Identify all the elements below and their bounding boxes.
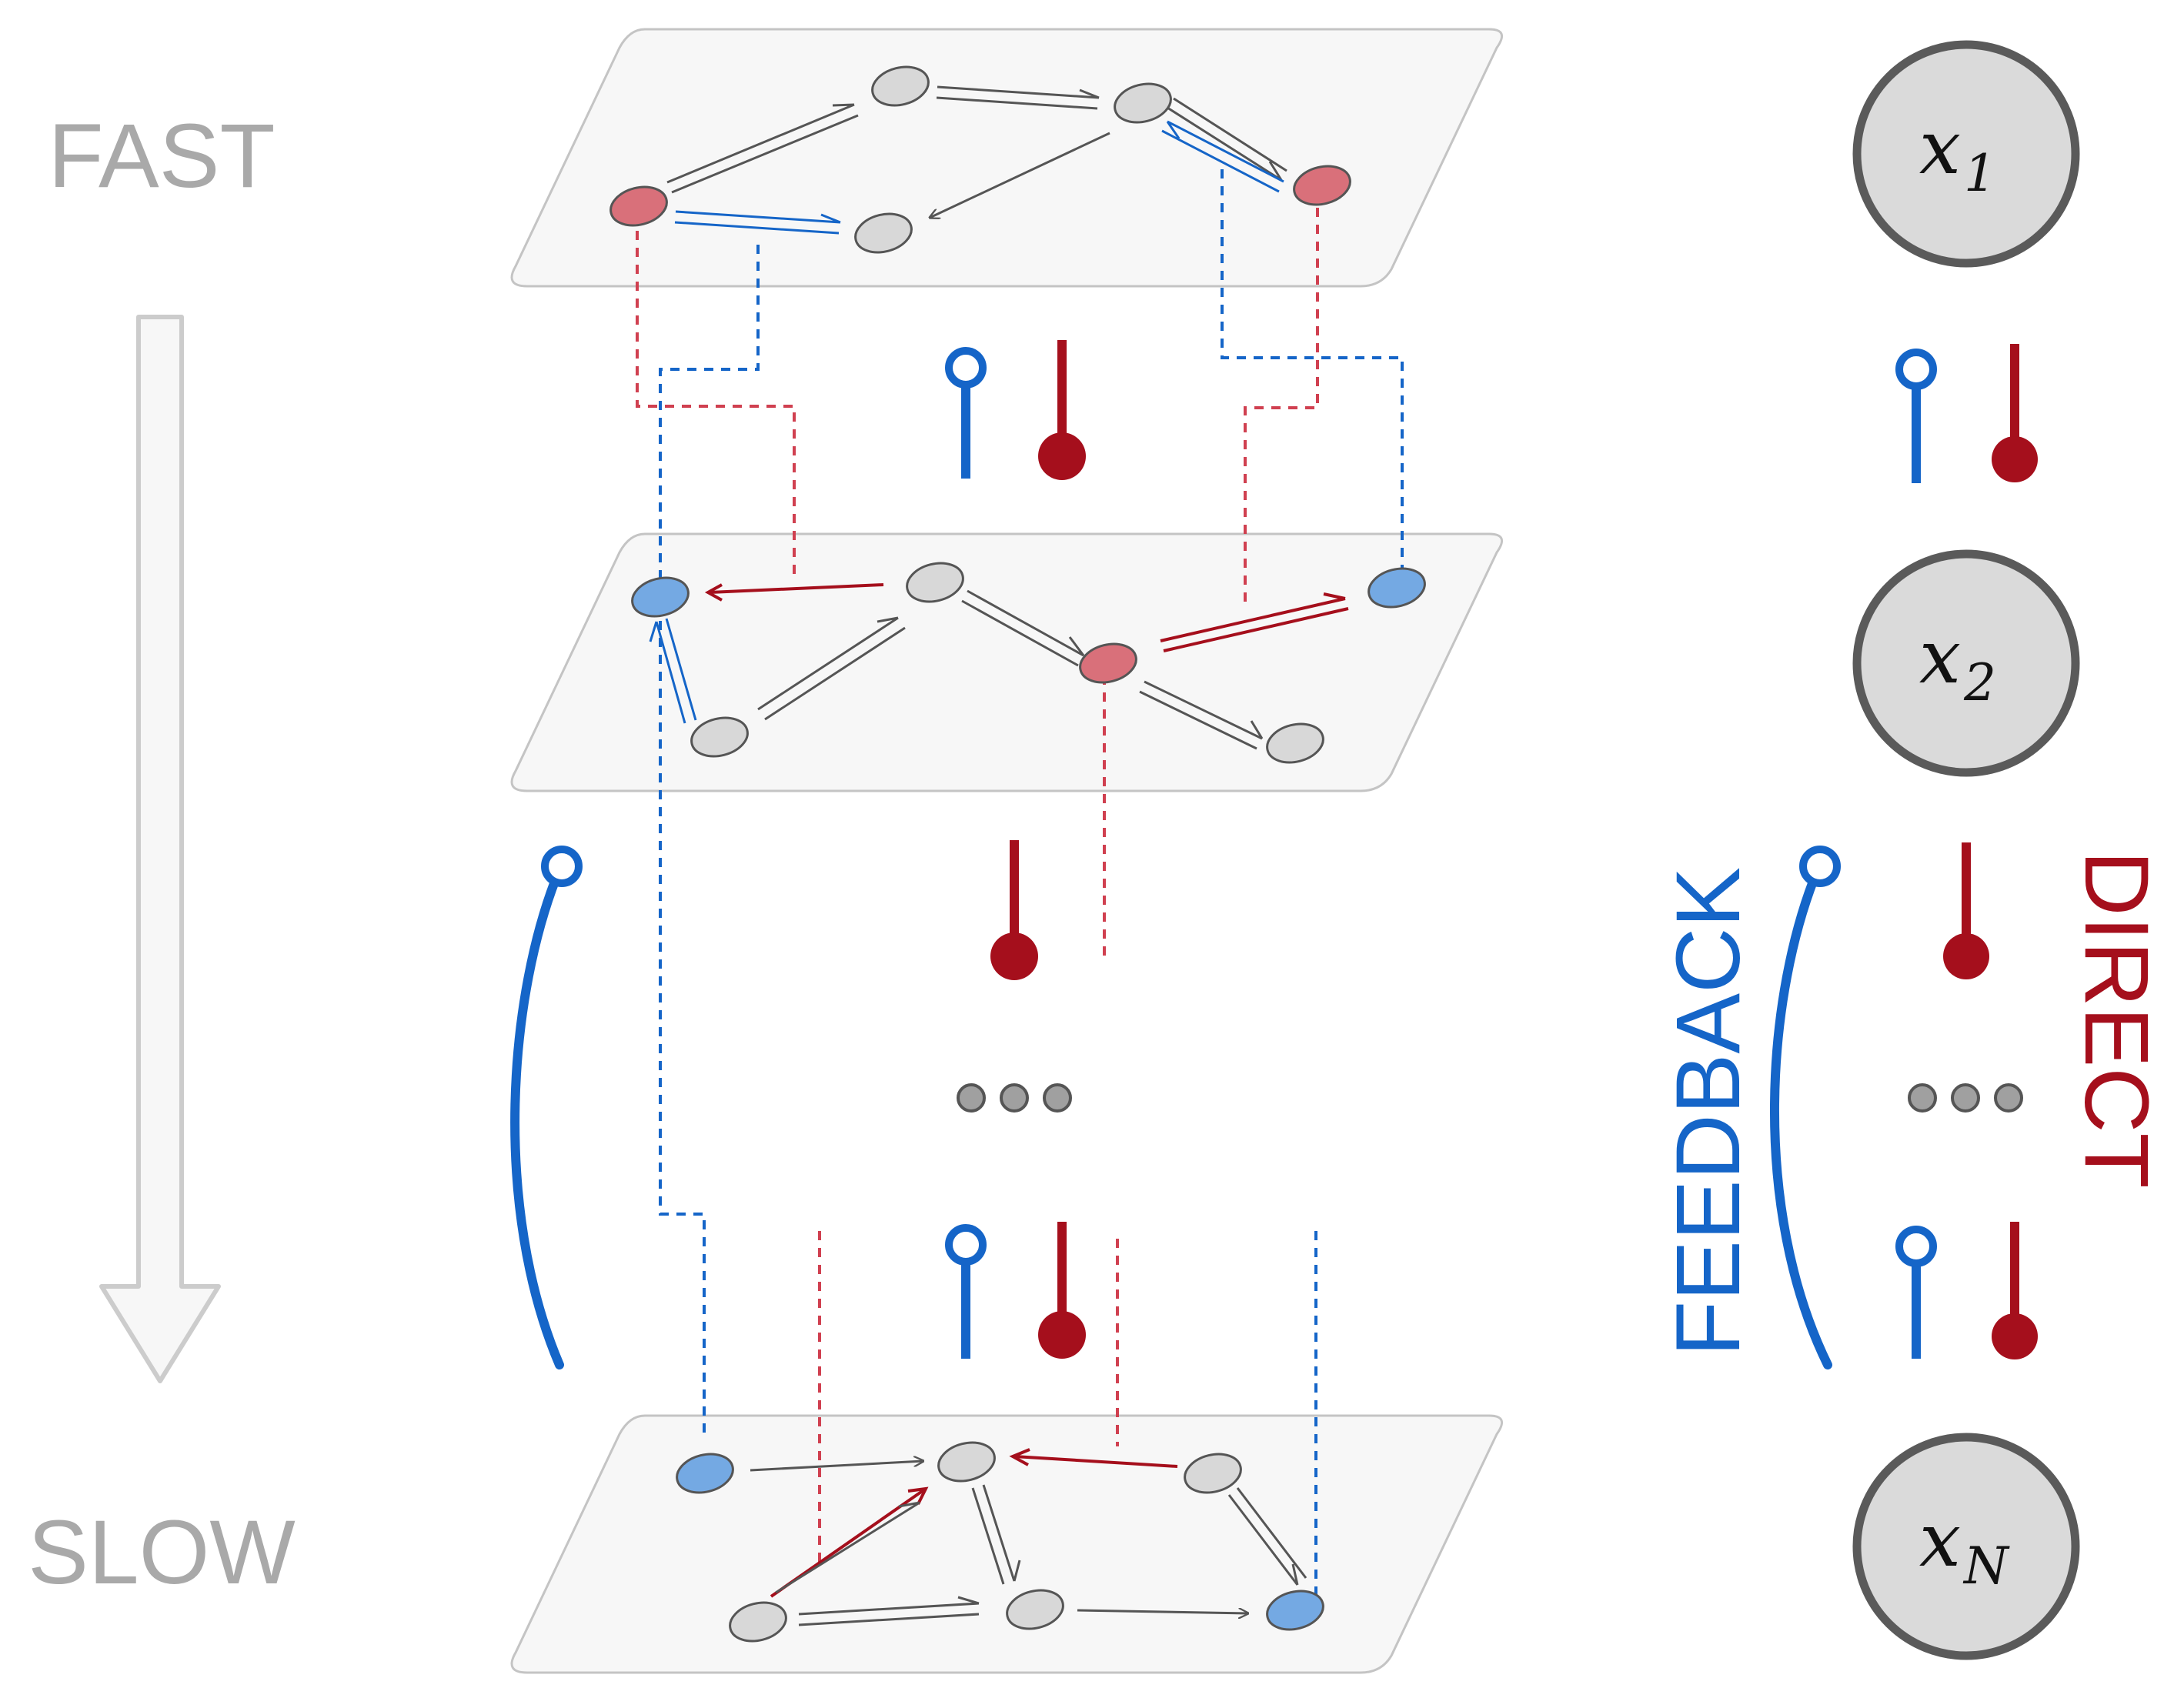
- node-red: [1293, 165, 1351, 206]
- fb-symbol-pair-bottom: [945, 1222, 1086, 1359]
- edge-double-red: [1160, 592, 1349, 652]
- ellipsis-dots: [957, 1083, 1072, 1113]
- node-red: [609, 185, 668, 227]
- feedback-label: FEEDBACK: [1658, 867, 1759, 1356]
- edge-double-blue: [674, 210, 841, 235]
- fast-layer-nodes: [609, 65, 1351, 254]
- node-blue: [1368, 567, 1426, 609]
- slow-layer-nodes: [676, 1441, 1324, 1643]
- node-gray: [690, 716, 749, 758]
- node-gray: [871, 65, 930, 107]
- node-blue: [631, 576, 690, 618]
- node-gray: [1184, 1453, 1242, 1494]
- edge-double: [757, 616, 906, 721]
- node-gray: [937, 1441, 996, 1483]
- edge-direct-head: [704, 583, 723, 602]
- fast-label: FAST: [48, 105, 275, 207]
- variable-base: x: [1919, 614, 1961, 700]
- direct-symbol-middle: [990, 840, 1038, 980]
- speed-arrow: [99, 315, 221, 1383]
- long-feedback-symbol: [510, 846, 583, 1369]
- edge-double-blue: [649, 618, 697, 724]
- edge-direct-head: [907, 1486, 929, 1505]
- edge-double: [961, 589, 1085, 667]
- middle-layer-nodes: [631, 562, 1426, 764]
- edge-single: [930, 132, 1110, 218]
- edge-double: [1139, 680, 1264, 750]
- long-feedback-symbol-right: [1769, 846, 1841, 1369]
- edge-double: [798, 1596, 980, 1626]
- variable-subscript: 2: [1963, 653, 1996, 712]
- edge-double-blue: [1161, 120, 1284, 193]
- middle-layer-edges: [649, 583, 1349, 750]
- edge-direct: [709, 583, 884, 594]
- fb-symbol-pair-right-bottom: [1895, 1222, 2038, 1359]
- node-gray: [1114, 82, 1172, 124]
- node-blue: [676, 1453, 734, 1494]
- feedback-link: [659, 245, 760, 1440]
- edge-double: [971, 1484, 1021, 1585]
- edge-double: [1167, 97, 1287, 182]
- node-gray: [1006, 1589, 1064, 1630]
- edge-direct: [1014, 1455, 1178, 1468]
- variable-base: x: [1919, 105, 1961, 191]
- variable-subscript: 1: [1964, 144, 1996, 203]
- edge-double: [936, 85, 1100, 110]
- direct-link: [1244, 208, 1319, 608]
- edge-single: [750, 1461, 923, 1472]
- fast-layer-plane: [510, 28, 1504, 288]
- node-gray: [1266, 722, 1324, 764]
- node-blue: [1266, 1590, 1324, 1631]
- node-red: [1079, 642, 1137, 684]
- direct-link: [636, 231, 796, 579]
- slow-layer-plane: [510, 1414, 1504, 1674]
- slow-label: SLOW: [28, 1502, 296, 1603]
- ellipsis-dots-right: [1908, 1083, 2023, 1113]
- feedback-link: [1221, 169, 1404, 569]
- variable-node-xN: x N: [1852, 1433, 2080, 1660]
- variable-subscript: N: [1962, 1536, 2010, 1596]
- edge-single: [1077, 1610, 1248, 1613]
- fast-layer-edges: [666, 85, 1287, 235]
- direct-label: DIRECT: [2065, 850, 2167, 1188]
- node-gray: [906, 562, 964, 603]
- node-gray: [854, 212, 913, 254]
- node-gray: [729, 1601, 787, 1643]
- edge-double: [775, 1501, 920, 1594]
- variable-node-x2: x 2: [1852, 549, 2080, 777]
- edge-double: [1227, 1487, 1307, 1586]
- edge-double: [666, 103, 859, 194]
- edge-direct-head: [1009, 1448, 1030, 1466]
- slow-layer-edges: [750, 1448, 1307, 1626]
- variable-node-x1: x 1: [1852, 40, 2080, 268]
- variable-base: x: [1919, 1497, 1961, 1583]
- direct-symbol-right-middle: [1943, 842, 1989, 979]
- dashed-links: [636, 169, 1404, 1604]
- fb-symbol-pair-top: [945, 340, 1086, 480]
- fb-symbol-pair-right-top: [1895, 344, 2038, 483]
